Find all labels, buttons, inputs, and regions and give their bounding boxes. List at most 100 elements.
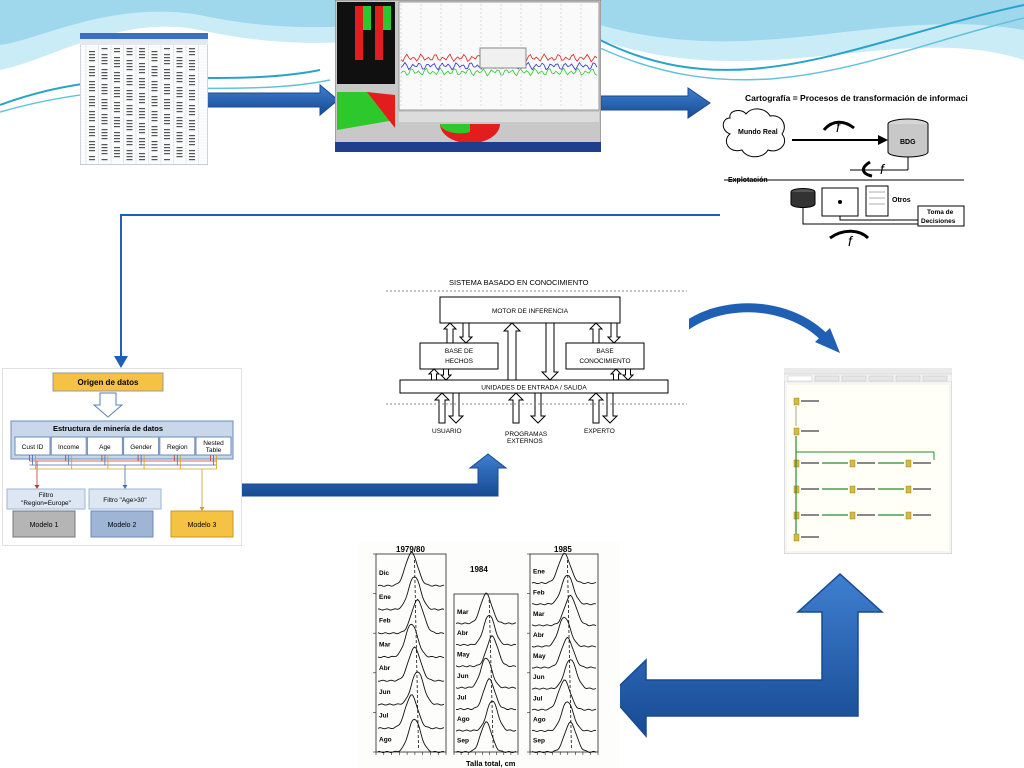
modelo-1-box <box>12 510 76 538</box>
sheet-cell <box>114 150 120 152</box>
workflow-node-label <box>801 400 819 402</box>
sheet-cell <box>139 72 145 74</box>
sheet-cell <box>139 114 145 116</box>
sheet-cell <box>101 153 108 155</box>
workflow-node-label <box>801 514 819 516</box>
fish-frequency-curve <box>531 594 597 627</box>
sheet-cell <box>101 78 108 80</box>
modelo-2-label: Modelo 2 <box>108 522 137 529</box>
fish-frequency-curve <box>456 677 517 711</box>
sheet-cell <box>151 150 158 152</box>
sheet-cell <box>89 126 95 128</box>
sheet-cell <box>114 63 120 65</box>
sheet-cell <box>164 72 170 74</box>
sheet-cell <box>189 120 195 122</box>
sheet-cell <box>176 66 183 68</box>
sheet-cell <box>139 63 145 65</box>
fish-title-3: 1985 <box>554 545 572 554</box>
f-label-top: f <box>836 119 842 135</box>
kbs-title: SISTEMA BASADO EN CONOCIMIENTO <box>449 278 589 287</box>
sheet-cell <box>89 132 95 134</box>
workflow-canvas <box>785 383 951 553</box>
workflow-tab <box>787 375 813 382</box>
sheet-cell <box>126 150 133 152</box>
workflow-node-label <box>801 536 819 538</box>
sheet-cell <box>114 90 120 92</box>
estructura-column-label: Cust ID <box>22 444 44 451</box>
sheet-cell <box>189 75 195 77</box>
bdg-label: BDG <box>900 139 916 146</box>
fish-month-label: Jun <box>379 689 391 696</box>
sheet-cell <box>101 138 108 140</box>
mundo-real-cloud <box>722 108 786 158</box>
sheet-cell <box>189 66 195 68</box>
fish-frequency-curve <box>531 636 597 669</box>
transform-arrow-bottom <box>829 229 870 240</box>
sheet-cell <box>114 138 120 140</box>
unidades-box <box>399 379 669 394</box>
sheet-cell <box>164 48 170 50</box>
kbs-panel: SISTEMA BASADO EN CONOCIMIENTO MOTOR DE … <box>384 273 689 453</box>
sheet-cell <box>126 69 133 71</box>
sheet-cell <box>89 102 95 104</box>
sheet-cell <box>176 96 183 98</box>
link-arrowhead <box>34 485 40 489</box>
sheet-cell <box>151 99 158 101</box>
sheet-cell <box>114 147 120 149</box>
f-label-bottom: f <box>848 233 854 248</box>
sheet-cell <box>126 138 133 140</box>
sheet-cell <box>126 96 133 98</box>
fish-title-1: 1979/80 <box>396 545 425 554</box>
toma-decisiones-line1: Toma de <box>927 209 954 216</box>
motor-inferencia-box <box>439 296 621 324</box>
sheet-cell <box>114 60 120 62</box>
base-conocimiento-box <box>565 342 645 370</box>
sheet-cell <box>89 81 95 83</box>
sheet-cell <box>89 51 95 53</box>
fish-month-label: Dic <box>379 570 390 577</box>
sheet-cell <box>151 129 158 131</box>
wave-mid-band <box>0 0 1024 45</box>
sheet-cell <box>189 153 195 155</box>
modelo-1-label: Modelo 1 <box>30 522 59 529</box>
sheet-cell <box>126 153 133 155</box>
sheet-cell <box>114 153 120 155</box>
sheet-cell <box>126 90 133 92</box>
sheet-cell <box>114 66 120 68</box>
fish-month-label: Sep <box>457 737 469 744</box>
sheet-cell <box>176 51 183 53</box>
sheet-cell <box>164 138 170 140</box>
sheet-cell <box>189 156 195 158</box>
sheet-cell <box>139 69 145 71</box>
sheet-cell <box>151 111 158 113</box>
sheet-cell <box>151 87 158 89</box>
sheet-cell <box>114 120 120 122</box>
sheet-cell <box>189 54 195 56</box>
sheet-cell <box>176 87 183 89</box>
sheet-cell <box>126 63 133 65</box>
fish-frequency-curve <box>377 576 445 611</box>
sheet-cell <box>139 138 145 140</box>
sheet-cell <box>189 93 195 95</box>
fish-month-label: Jun <box>533 674 545 681</box>
sheet-cell <box>151 117 158 119</box>
sheet-cell <box>114 48 120 50</box>
kbs-connector-arrows <box>427 322 635 424</box>
sheet-cell <box>139 99 145 101</box>
sheet-cell <box>114 102 120 104</box>
experto-label: EXPERTO <box>584 428 615 435</box>
base-hechos-box <box>419 342 499 370</box>
arrow-2-to-3 <box>600 87 711 119</box>
sheet-cell <box>176 90 183 92</box>
workflow-tabbar <box>784 373 952 383</box>
mining-structure-diagram: Origen de datos Estructura de minería de… <box>6 372 234 538</box>
sheet-cell <box>164 129 170 131</box>
fish-month-label: Jul <box>533 695 543 702</box>
fish-frequency-curve <box>455 721 517 754</box>
fish-panel-frame <box>529 553 599 753</box>
sheet-cell <box>126 81 133 83</box>
sheet-cell <box>114 123 120 125</box>
sheet-cell <box>176 153 183 155</box>
sheet-cell <box>189 111 195 113</box>
sheet-cell <box>164 93 170 95</box>
